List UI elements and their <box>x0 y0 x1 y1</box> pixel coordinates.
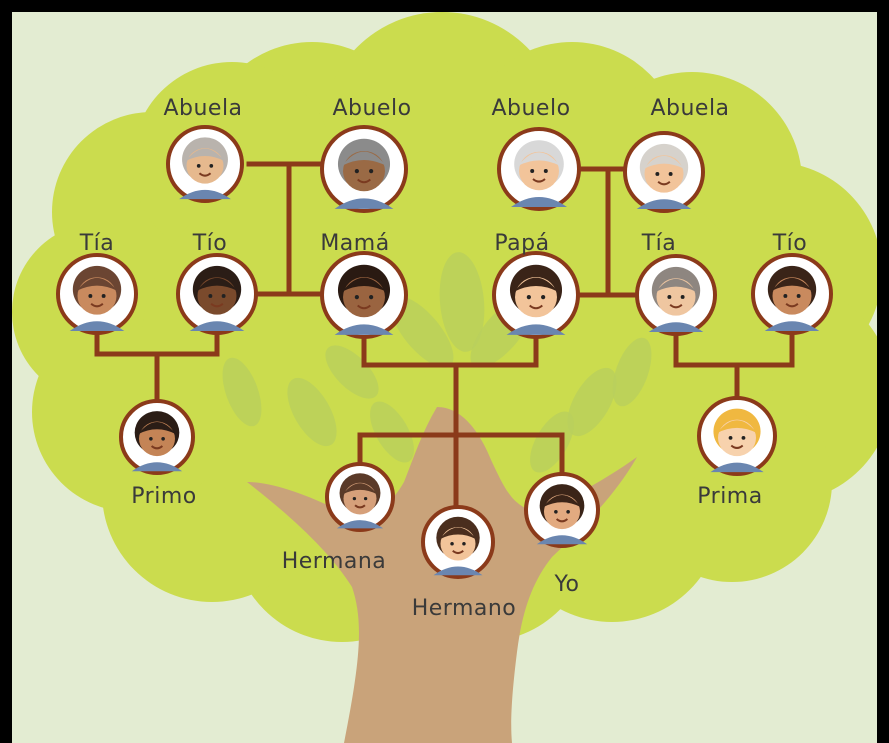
leaf-shape <box>530 411 574 473</box>
leaf-shape <box>612 337 652 407</box>
label-abuela-materna: Abuela <box>163 96 243 121</box>
label-tio-materno: Tío <box>192 231 228 256</box>
leaf-shape <box>370 401 414 463</box>
portrait-primo <box>119 399 195 475</box>
portrait-prima <box>697 396 777 476</box>
portrait-abuela-materna <box>166 125 244 203</box>
label-primo: Primo <box>131 484 197 509</box>
label-tia-materna: Tía <box>79 231 115 256</box>
label-hermano: Hermano <box>411 596 517 621</box>
portrait-mama <box>320 251 408 339</box>
portrait-tia-materna <box>56 253 138 335</box>
leaf-shape <box>287 377 337 447</box>
label-abuelo-paterno: Abuelo <box>491 96 571 121</box>
portrait-tio-paterno <box>751 253 833 335</box>
family-tree-diagram <box>12 12 877 743</box>
portrait-tia-paterna <box>635 254 717 336</box>
portraits-layer <box>56 125 833 579</box>
label-yo: Yo <box>554 572 580 597</box>
portrait-yo <box>524 472 600 548</box>
portrait-hermana <box>325 462 395 532</box>
label-papa: Papá <box>494 231 550 256</box>
portrait-tio-materno <box>176 253 258 335</box>
leaf-shape <box>439 252 485 352</box>
leaf-shape <box>325 345 379 399</box>
portrait-abuela-paterna <box>623 131 705 213</box>
label-tia-paterna: Tía <box>641 231 677 256</box>
leaf-shape <box>390 296 454 368</box>
label-hermana: Hermana <box>281 549 387 574</box>
label-mama: Mamá <box>320 231 390 256</box>
label-abuela-paterna: Abuela <box>650 96 730 121</box>
label-prima: Prima <box>697 484 763 509</box>
portrait-hermano <box>421 505 495 579</box>
leaf-shape <box>222 357 262 427</box>
portrait-abuelo-paterno <box>497 127 581 211</box>
label-abuelo-materno: Abuelo <box>332 96 412 121</box>
label-tio-paterno: Tío <box>772 231 808 256</box>
portrait-abuelo-materno <box>320 125 408 213</box>
family-tree-frame: Abuela Abuelo Abuelo Abuela Tía Tío Mamá… <box>12 12 877 743</box>
leaf-shape <box>567 367 617 437</box>
portrait-papa <box>492 251 580 339</box>
